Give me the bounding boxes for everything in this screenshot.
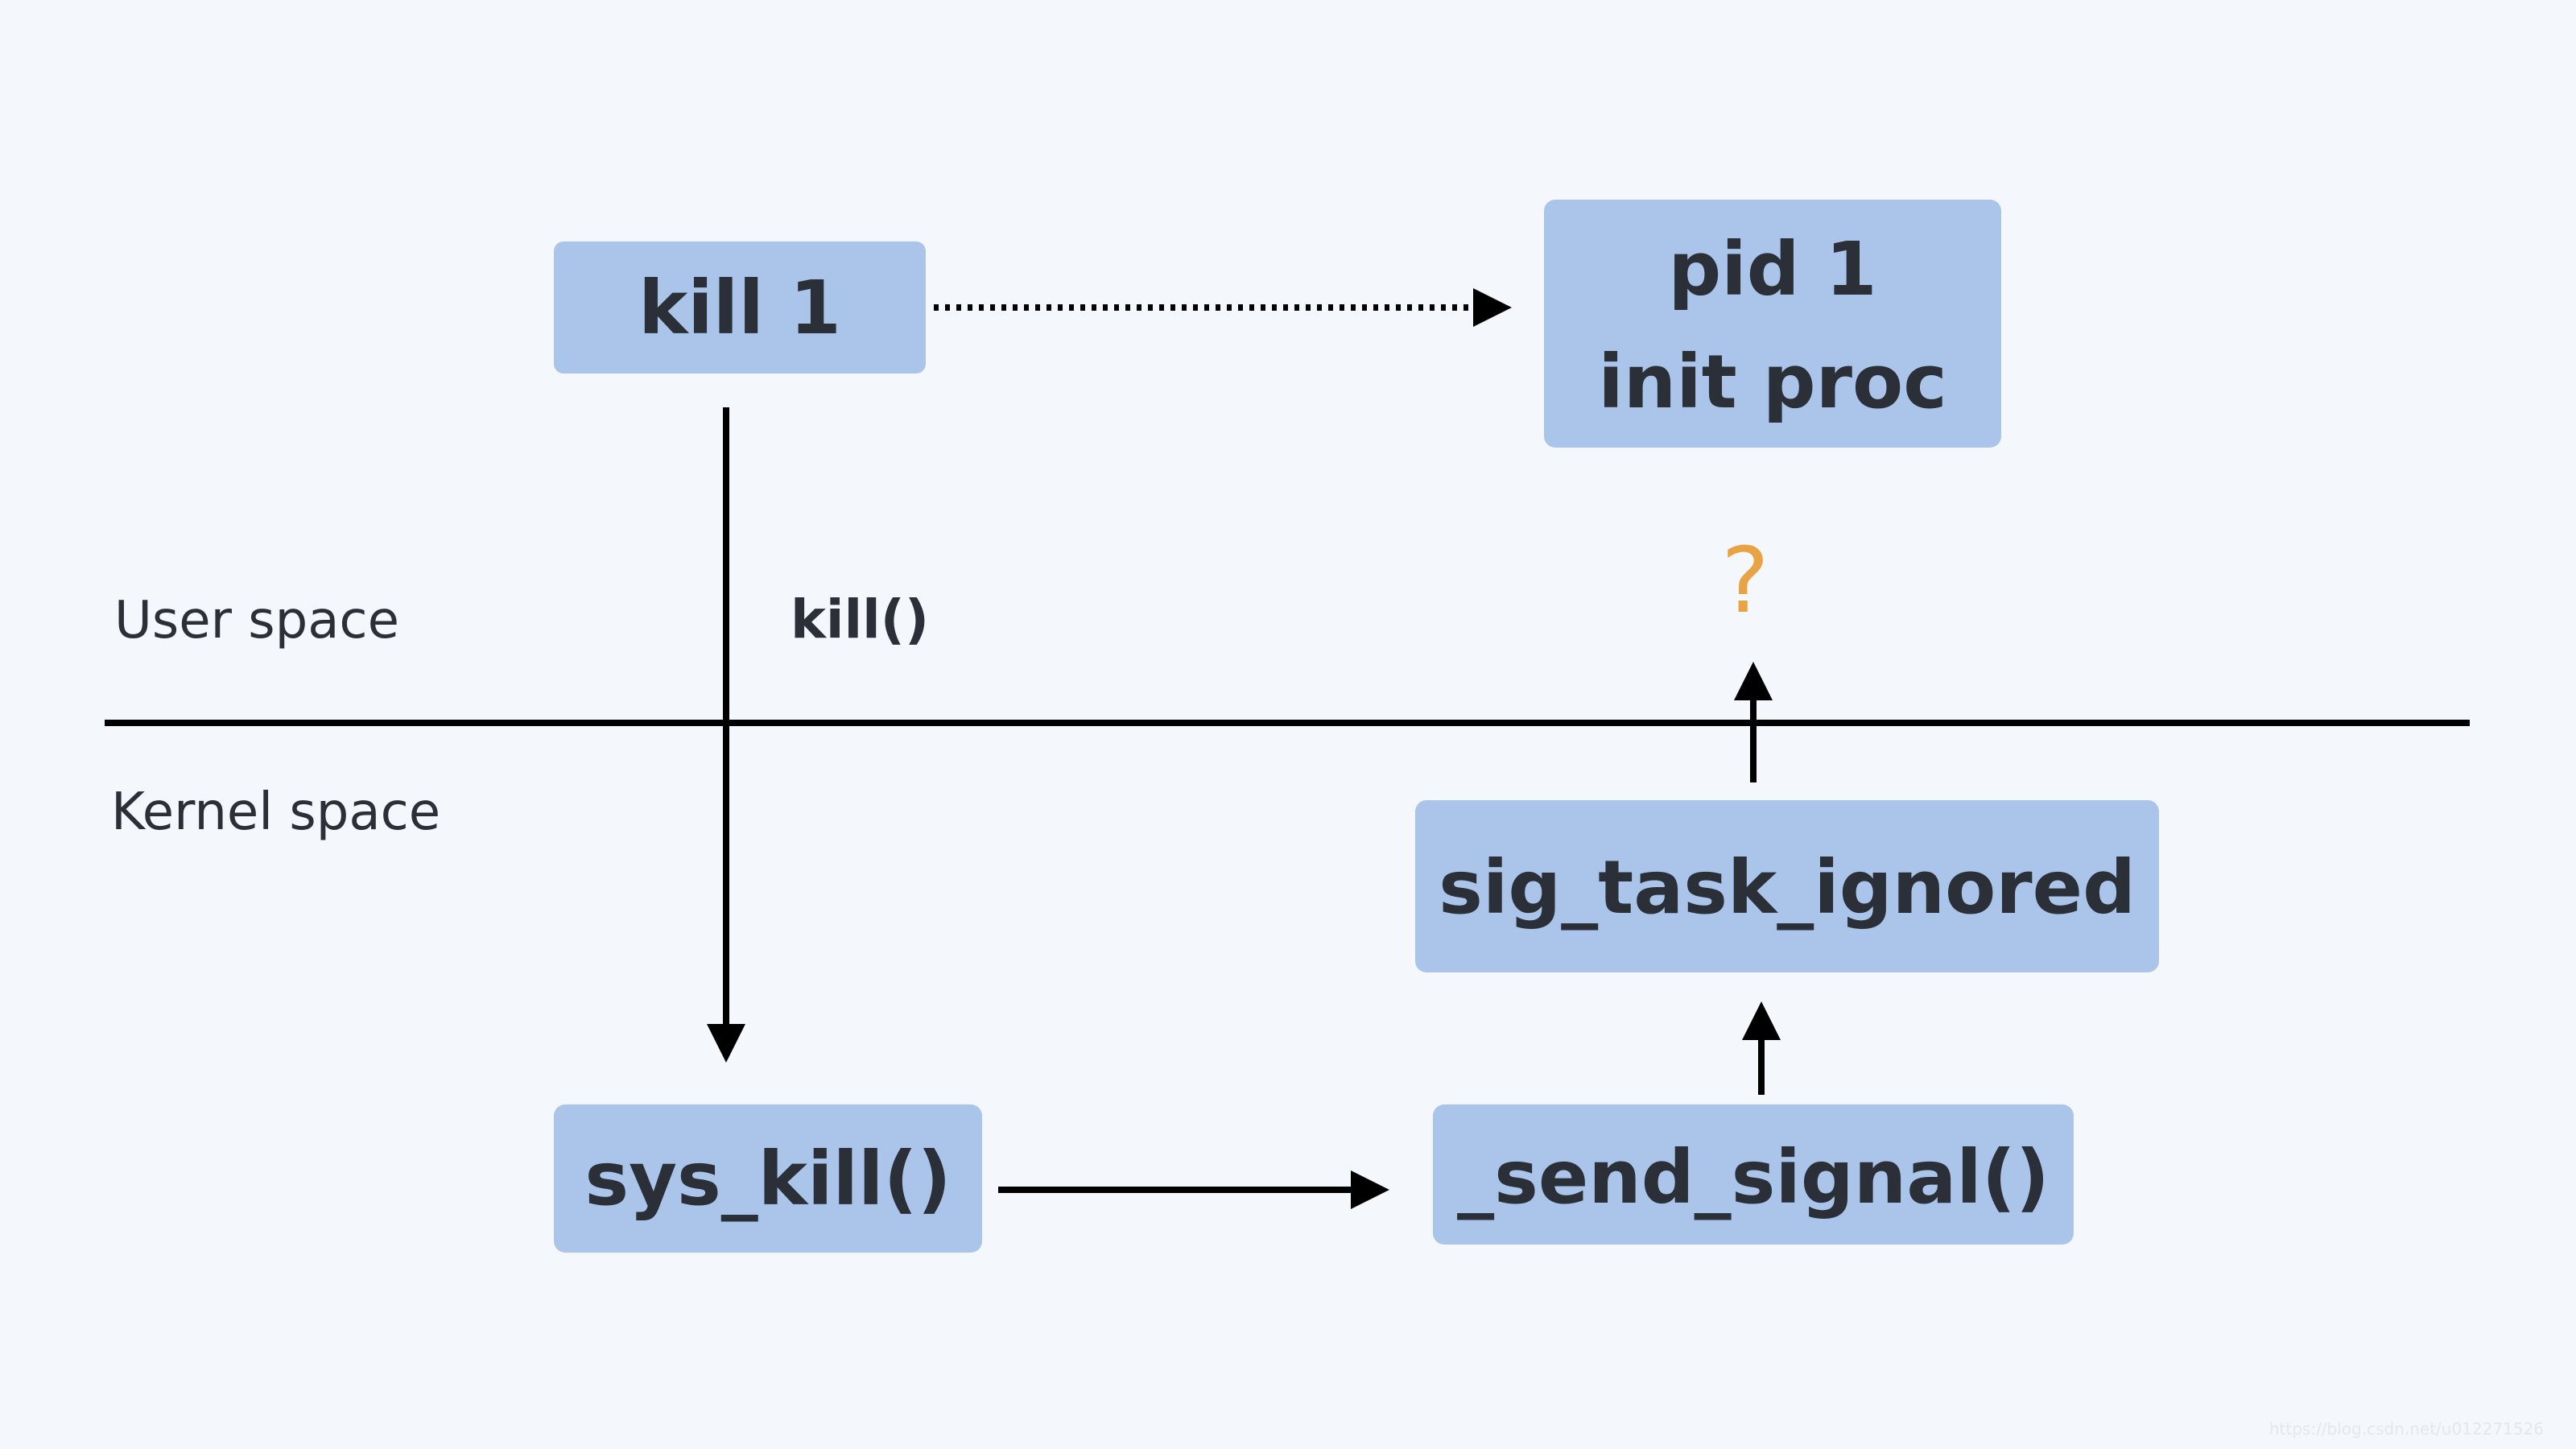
node-kill-1-label: kill 1 bbox=[638, 265, 841, 351]
node-kill-1: kill 1 bbox=[554, 242, 926, 374]
node-sys-kill: sys_kill() bbox=[554, 1104, 982, 1253]
node-sys-kill-label: sys_kill() bbox=[584, 1136, 951, 1222]
node-pid-1-init-proc: pid 1 init proc bbox=[1544, 200, 2001, 448]
node-sig-task-ignored-label: sig_task_ignored bbox=[1439, 844, 2136, 931]
node-init-proc-label: init proc bbox=[1598, 339, 1947, 425]
node-pid-1-label: pid 1 bbox=[1668, 226, 1876, 312]
node-send-signal-label: _send_signal() bbox=[1457, 1134, 2050, 1220]
kill-syscall-label: kill() bbox=[791, 588, 929, 650]
kernel-space-label: Kernel space bbox=[111, 782, 440, 842]
watermark-text: https://blog.csdn.net/u012271526 bbox=[2269, 1419, 2544, 1439]
node-sig-task-ignored: sig_task_ignored bbox=[1415, 800, 2159, 972]
node-send-signal: _send_signal() bbox=[1433, 1104, 2074, 1245]
user-space-label: User space bbox=[114, 591, 399, 650]
question-mark-label: ? bbox=[1721, 529, 1769, 634]
